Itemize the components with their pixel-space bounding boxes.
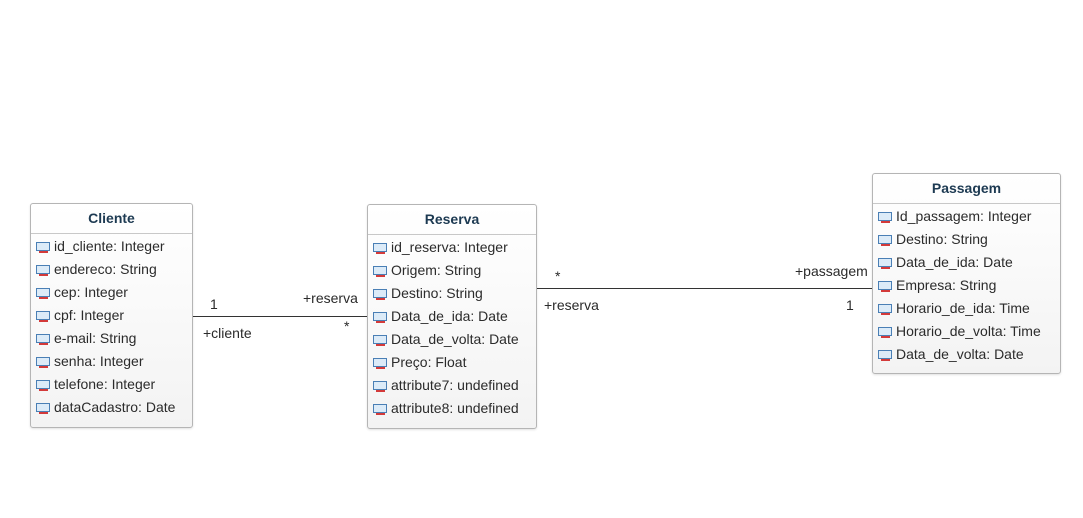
attribute-text: Preço: Float [391,354,467,370]
attribute-icon [373,311,387,323]
attribute-list: Id_passagem: Integer Destino: String Dat… [873,204,1060,366]
association-line-reserva-passagem[interactable] [536,288,873,289]
attribute-text: cpf: Integer [54,307,125,323]
attribute-row[interactable]: Preço: Float [368,351,536,374]
attribute-list: id_reserva: Integer Origem: String Desti… [368,235,536,420]
attribute-icon [36,379,50,391]
attribute-row[interactable]: Empresa: String [873,274,1060,297]
attribute-row[interactable]: Data_de_volta: Date [368,328,536,351]
attribute-row[interactable]: Origem: String [368,259,536,282]
attribute-text: Horario_de_volta: Time [896,323,1041,339]
attribute-text: telefone: Integer [54,376,156,392]
attribute-row[interactable]: Horario_de_volta: Time [873,320,1060,343]
attribute-row[interactable]: Data_de_volta: Date [873,343,1060,366]
multiplicity-cliente-end: 1 [210,296,218,312]
attribute-row[interactable]: e-mail: String [31,327,192,350]
class-name[interactable]: Cliente [31,204,192,234]
attribute-row[interactable]: attribute8: undefined [368,397,536,420]
class-name[interactable]: Passagem [873,174,1060,204]
attribute-text: senha: Integer [54,353,144,369]
attribute-list: id_cliente: Integer endereco: String cep… [31,234,192,419]
attribute-row[interactable]: cpf: Integer [31,304,192,327]
attribute-text: Data_de_ida: Date [391,308,508,324]
attribute-icon [373,265,387,277]
attribute-text: cep: Integer [54,284,128,300]
attribute-row[interactable]: Id_passagem: Integer [873,205,1060,228]
attribute-icon [373,357,387,369]
multiplicity-passagem-end: 1 [846,297,854,313]
attribute-row[interactable]: id_cliente: Integer [31,235,192,258]
role-label-reserva: +reserva [303,290,358,306]
attribute-icon [36,287,50,299]
attribute-icon [373,288,387,300]
attribute-icon [36,310,50,322]
attribute-icon [373,334,387,346]
attribute-row[interactable]: attribute7: undefined [368,374,536,397]
attribute-row[interactable]: Destino: String [368,282,536,305]
attribute-text: endereco: String [54,261,157,277]
attribute-text: Destino: String [896,231,988,247]
role-label-reserva: +reserva [544,297,599,313]
attribute-icon [878,257,892,269]
attribute-row[interactable]: telefone: Integer [31,373,192,396]
attribute-text: Origem: String [391,262,482,278]
class-passagem[interactable]: Passagem Id_passagem: Integer Destino: S… [872,173,1061,374]
attribute-icon [373,380,387,392]
attribute-text: Data_de_volta: Date [391,331,519,347]
attribute-icon [36,333,50,345]
attribute-text: attribute8: undefined [391,400,519,416]
attribute-icon [878,234,892,246]
attribute-icon [878,349,892,361]
attribute-text: Horario_de_ida: Time [896,300,1030,316]
attribute-icon [878,303,892,315]
attribute-text: id_reserva: Integer [391,239,508,255]
attribute-icon [373,403,387,415]
attribute-row[interactable]: senha: Integer [31,350,192,373]
multiplicity-reserva-end: * [555,268,561,284]
attribute-icon [373,242,387,254]
attribute-text: id_cliente: Integer [54,238,165,254]
attribute-row[interactable]: Destino: String [873,228,1060,251]
attribute-icon [36,356,50,368]
attribute-text: Destino: String [391,285,483,301]
attribute-icon [36,264,50,276]
attribute-text: Empresa: String [896,277,997,293]
attribute-row[interactable]: Horario_de_ida: Time [873,297,1060,320]
class-reserva[interactable]: Reserva id_reserva: Integer Origem: Stri… [367,204,537,429]
attribute-text: e-mail: String [54,330,137,346]
attribute-text: Data_de_volta: Date [896,346,1024,362]
attribute-row[interactable]: cep: Integer [31,281,192,304]
attribute-row[interactable]: id_reserva: Integer [368,236,536,259]
attribute-icon [36,402,50,414]
association-line-cliente-reserva[interactable] [193,316,368,317]
attribute-text: Id_passagem: Integer [896,208,1032,224]
attribute-row[interactable]: endereco: String [31,258,192,281]
class-cliente[interactable]: Cliente id_cliente: Integer endereco: St… [30,203,193,428]
role-label-cliente: +cliente [203,325,252,341]
attribute-row[interactable]: Data_de_ida: Date [368,305,536,328]
attribute-text: Data_de_ida: Date [896,254,1013,270]
attribute-icon [878,326,892,338]
attribute-icon [36,241,50,253]
attribute-text: dataCadastro: Date [54,399,176,415]
attribute-text: attribute7: undefined [391,377,519,393]
role-label-passagem: +passagem [795,263,868,279]
multiplicity-reserva-end: * [344,318,350,334]
class-name[interactable]: Reserva [368,205,536,235]
attribute-row[interactable]: Data_de_ida: Date [873,251,1060,274]
attribute-icon [878,211,892,223]
attribute-icon [878,280,892,292]
attribute-row[interactable]: dataCadastro: Date [31,396,192,419]
